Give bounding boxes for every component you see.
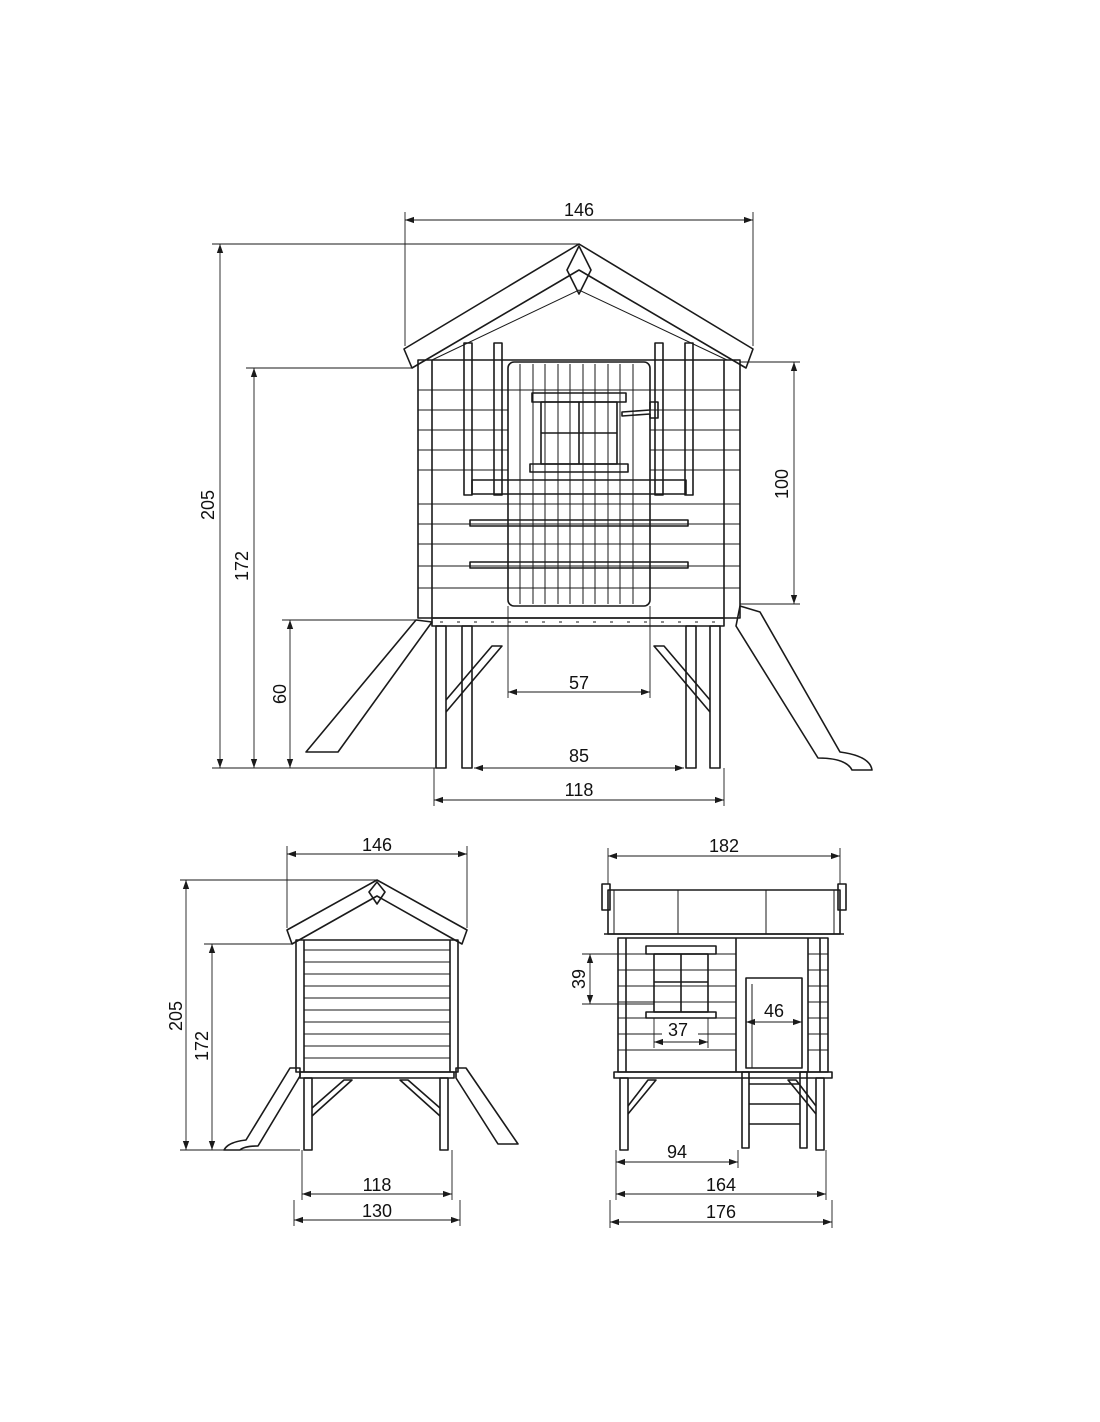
dim-side-wall-height: 172	[192, 1031, 212, 1061]
dim-house-height: 100	[772, 469, 792, 499]
front-legs	[435, 625, 721, 769]
front-roof	[403, 243, 754, 369]
dim-window-height: 39	[569, 969, 589, 989]
rear-dimensions: 182 39 37 46 94 164	[569, 836, 841, 1228]
front-window	[529, 392, 629, 473]
dim-front-height: 205	[198, 490, 218, 520]
rear-house-body	[617, 937, 829, 1073]
dim-ladder-offset: 94	[667, 1142, 687, 1162]
rear-ladder	[741, 1071, 808, 1149]
side-roof-finial	[368, 881, 386, 905]
front-slides	[305, 605, 873, 771]
dim-front-width: 146	[564, 200, 594, 220]
side-house-body	[295, 939, 459, 1079]
dim-rear-width: 182	[709, 836, 739, 856]
dim-window-width: 37	[668, 1020, 688, 1040]
dim-front-wall-height: 172	[232, 551, 252, 581]
dim-side-height: 205	[166, 1001, 186, 1031]
rear-view: 182 39 37 46 94 164	[569, 836, 847, 1228]
dim-rear-inner-width: 164	[706, 1175, 736, 1195]
roof-finial	[566, 245, 592, 295]
side-slides	[223, 1067, 519, 1151]
dim-side-base-width: 130	[362, 1201, 392, 1221]
side-view: 146 205 172 118 130	[166, 835, 519, 1226]
dim-leg-inner-width: 85	[569, 746, 589, 766]
dim-door-width: 57	[569, 673, 589, 693]
rear-window	[645, 945, 717, 1019]
front-platform	[431, 617, 725, 627]
dim-platform-height: 60	[270, 684, 290, 704]
side-legs	[303, 1077, 449, 1151]
front-door	[507, 361, 659, 607]
rear-roof	[601, 883, 847, 935]
door-handle-icon	[621, 401, 659, 419]
rear-door	[745, 977, 803, 1069]
dim-rear-base-width: 176	[706, 1202, 736, 1222]
dim-door-width-rear: 46	[764, 1001, 784, 1021]
dim-side-width: 146	[362, 835, 392, 855]
side-dimensions: 146 205 172 118 130	[166, 835, 468, 1226]
side-roof	[286, 879, 468, 945]
dim-side-leg-width: 118	[363, 1175, 392, 1195]
front-view: 146 205 172 60 100 57 85	[198, 200, 873, 806]
rear-platform	[613, 1071, 833, 1151]
front-dimensions: 146 205 172 60 100 57 85	[198, 200, 800, 806]
dim-leg-outer-width: 118	[565, 780, 594, 800]
front-house-body	[417, 342, 741, 619]
